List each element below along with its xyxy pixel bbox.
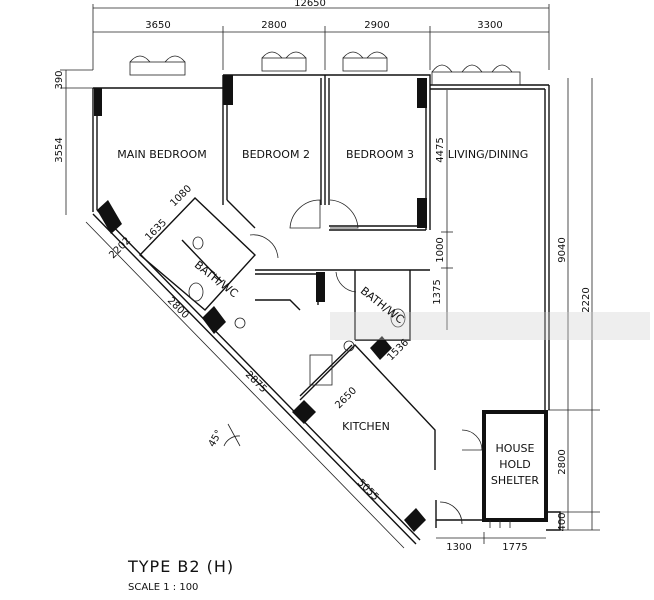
- dim-right-1: 9040: [557, 237, 568, 262]
- smudge: [330, 312, 650, 340]
- structural-columns: [94, 75, 427, 532]
- room-shelter-line3: SHELTER: [491, 474, 539, 487]
- dim-2650: 2650: [333, 385, 359, 411]
- room-kitchen: KITCHEN: [342, 420, 390, 433]
- windows: [129, 51, 521, 86]
- doors: [249, 199, 511, 528]
- dim-top-2: 2800: [261, 20, 286, 31]
- dim-1300: 1300: [446, 542, 471, 553]
- plan-title: TYPE B2 (H): [127, 557, 234, 576]
- room-bedroom-2: BEDROOM 2: [242, 148, 310, 161]
- dim-1536: 1536: [385, 337, 411, 363]
- dim-top-3: 2900: [364, 20, 389, 31]
- dim-right-2: 2220: [581, 287, 592, 312]
- dim-1635: 1635: [143, 217, 169, 243]
- room-main-bedroom: MAIN BEDROOM: [117, 148, 206, 161]
- dim-left-1: 390: [54, 70, 65, 89]
- fixtures: [188, 236, 406, 386]
- room-shelter-line1: HOUSE: [496, 442, 535, 455]
- dim-left-2: 3554: [54, 137, 65, 162]
- dim-top-1: 3650: [145, 20, 170, 31]
- dim-5055: 5055: [355, 477, 381, 503]
- dim-2800-bath: 2800: [165, 295, 191, 321]
- dim-right-4: 400: [557, 512, 568, 531]
- dim-overall: 12650: [294, 0, 326, 9]
- angle-label: 45°: [207, 428, 225, 449]
- dim-1375: 1375: [432, 279, 443, 304]
- room-living-dining: LIVING/DINING: [448, 148, 529, 161]
- dim-1080: 1080: [168, 183, 194, 209]
- plan-scale: SCALE 1 : 100: [128, 582, 198, 593]
- dim-1000: 1000: [435, 237, 446, 262]
- dim-top-4: 3300: [477, 20, 502, 31]
- dimension-lines: [60, 4, 600, 549]
- angle-arc: [223, 423, 241, 447]
- room-bedroom-3: BEDROOM 3: [346, 148, 414, 161]
- dim-4475: 4475: [435, 137, 446, 162]
- dim-1775: 1775: [502, 542, 527, 553]
- room-shelter-line2: HOLD: [499, 458, 531, 471]
- dim-2875: 2875: [243, 369, 269, 395]
- dim-right-3: 2800: [557, 449, 568, 474]
